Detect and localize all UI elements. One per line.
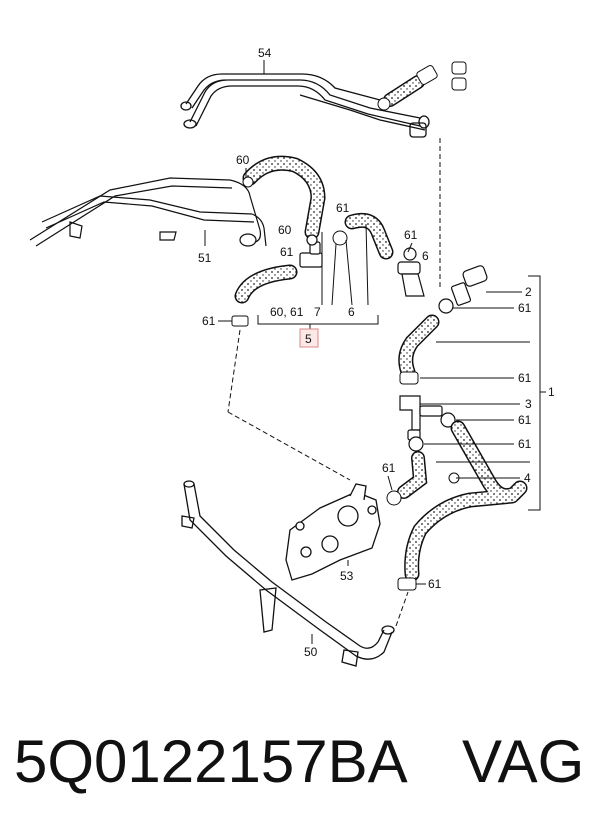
housing-53 [285, 483, 381, 581]
hose-left-short [231, 264, 298, 327]
leader-61-c [407, 242, 413, 253]
hose-right-bend [332, 212, 394, 260]
hose-right-long [397, 420, 528, 591]
dashed-link-53b [227, 411, 351, 481]
callout-61-left: 61 [202, 314, 216, 328]
part-number: 5Q0122157BA [14, 728, 408, 795]
hose-right-mid [386, 451, 428, 506]
pipe-assembly-54 [180, 73, 430, 138]
callout-50: 50 [304, 645, 318, 659]
pipe-bundle-51 [29, 177, 267, 247]
dashed-link-50 [395, 591, 409, 627]
callout-51: 51 [198, 251, 212, 265]
callout-60-top: 60 [236, 153, 250, 167]
parts-exploded-diagram: 54 51 60 60 [29, 46, 555, 667]
callout-54: 54 [258, 46, 272, 60]
callout-6-top: 6 [422, 249, 429, 263]
callout-60-mid: 60 [278, 223, 292, 237]
brand-name: VAG [462, 728, 585, 795]
callout-5: 5 [305, 332, 312, 346]
callout-61-b: 61 [336, 201, 350, 215]
callout-53: 53 [340, 569, 354, 583]
valve-6 [397, 247, 425, 297]
callout-61-j: 61 [428, 577, 442, 591]
hose-right-upper [398, 314, 440, 385]
callout-61-e: 61 [518, 301, 532, 315]
hose-upper-center [242, 155, 326, 240]
pipe-50 [181, 480, 395, 667]
callout-6-bottom: 6 [348, 305, 355, 319]
hose-54-right [377, 61, 467, 111]
group-5-bracket [257, 223, 379, 330]
callout-60-61: 60, 61 [270, 305, 304, 319]
callout-61-a: 61 [280, 245, 294, 259]
callout-61-i: 61 [382, 461, 396, 475]
group-1-bracket [420, 275, 546, 511]
connector-2 [438, 265, 488, 314]
callout-1: 1 [548, 385, 555, 399]
callout-7: 7 [314, 305, 321, 319]
callout-61-h: 61 [518, 437, 532, 451]
callout-61-g: 61 [518, 413, 532, 427]
callout-2: 2 [525, 285, 532, 299]
leader-61-i [387, 475, 393, 491]
part-5-highlight [299, 328, 319, 348]
tee-3 [399, 395, 456, 452]
callout-3: 3 [525, 397, 532, 411]
callout-61-c: 61 [404, 228, 418, 242]
callout-4: 4 [524, 471, 531, 485]
dashed-link-53 [227, 329, 241, 413]
callout-61-f: 61 [518, 371, 532, 385]
